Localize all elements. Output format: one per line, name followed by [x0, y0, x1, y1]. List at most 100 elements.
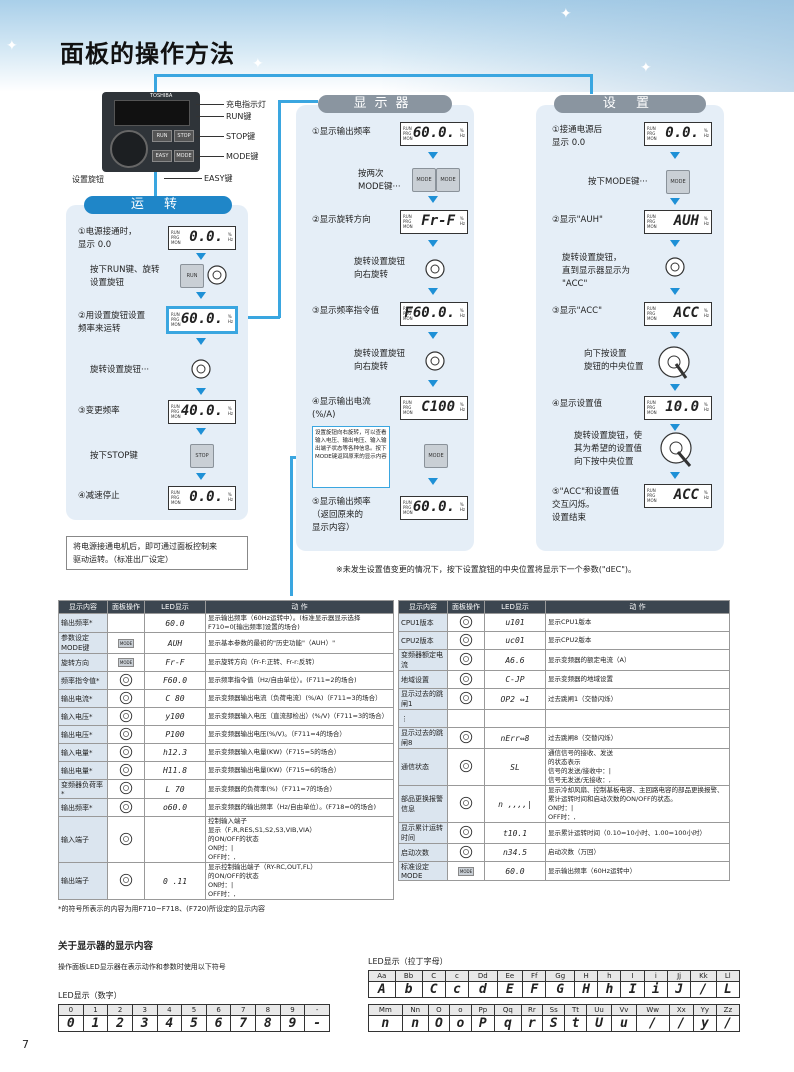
- row-label: 部品更换报警信息: [398, 785, 448, 823]
- col-header: 面板操作: [447, 600, 485, 614]
- settings-step-5: ③显示"ACC": [552, 306, 602, 316]
- row-operation: [107, 798, 145, 817]
- setting-knob[interactable]: [110, 130, 148, 168]
- connector-line: [278, 100, 281, 318]
- led-glyph: F: [522, 981, 547, 998]
- down-arrow-icon: [428, 478, 438, 485]
- settings-section-header: 设 置: [554, 95, 706, 113]
- row-led: Fr-F: [144, 653, 206, 672]
- row-action: 显示变频器输出电量(KW)（F715=6的场合）: [205, 761, 394, 780]
- row-label: 输出电流*: [58, 689, 108, 708]
- connector-line: [154, 74, 592, 77]
- row-operation: [447, 649, 485, 671]
- down-arrow-icon: [670, 152, 680, 159]
- row-action: 显示输出频率（60Hz运转中）。(标准显示器显示选择F710=0[输出频率]设置…: [205, 613, 394, 633]
- run-lcd-2: RUN PRG MON 60.0. % Hz: [166, 306, 238, 334]
- row-action: 显示变频器输入电量(KW)（F715=5的场合）: [205, 743, 394, 762]
- row-action: 显示变频器的额定电流（A）: [545, 649, 730, 671]
- easy-key[interactable]: EASY: [152, 150, 172, 162]
- led-char: Yy: [692, 1004, 717, 1016]
- stop-key[interactable]: STOP: [174, 130, 194, 142]
- run-lcd-4: RUN PRG MON 0.0. % Hz: [168, 486, 236, 510]
- row-label: 地域设置: [398, 670, 448, 689]
- row-action: 显示变频器输入电压（直流部检出）(%/V)（F711=3的场合）: [205, 707, 394, 726]
- led-glyph: n: [401, 1015, 429, 1032]
- col-header: 面板操作: [107, 600, 145, 614]
- row-action: 过去跳闸8（交替闪烁）: [545, 727, 730, 749]
- row-operation: [107, 671, 145, 690]
- row-label: 输出频率*: [58, 613, 108, 633]
- run-step-4: 旋转设置旋钮···: [90, 365, 150, 375]
- row-action: 显示变频器输出电压(%/V)。（F711=4的场合）: [205, 725, 394, 744]
- settings-lcd-5: RUN PRG MON ACC % Hz: [644, 484, 712, 508]
- display-lcd-1: RUN PRG MON 60.0. % Hz: [400, 122, 468, 146]
- row-label: 变频器额定电流: [398, 649, 448, 671]
- row-operation: [447, 748, 485, 786]
- led-glyph: H: [574, 981, 599, 998]
- dial-icon: [119, 709, 133, 722]
- led-char: Bb: [394, 970, 423, 982]
- led-char: Rr: [520, 1004, 544, 1016]
- led-glyph: 7: [230, 1015, 256, 1032]
- led-char: Xx: [668, 1004, 694, 1016]
- led-glyph: b: [394, 981, 423, 998]
- rotate-press-knob-icon: [660, 432, 692, 467]
- led-glyph: 3: [131, 1015, 158, 1032]
- row-led: o60.0: [144, 798, 206, 817]
- lcd-unit-labels: % Hz: [459, 128, 465, 138]
- row-led: OP2 ⇔1: [484, 688, 546, 710]
- dial-icon: [425, 351, 445, 371]
- row-action: 显示变频器的负荷率(%)（F711=7的场合）: [205, 779, 394, 799]
- lcd-unit-labels: % Hz: [703, 216, 709, 226]
- led-glyph: 0: [58, 1015, 84, 1032]
- settings-step-1: ①接通电源后 显示 0.0: [552, 125, 603, 148]
- row-led: u101: [484, 613, 546, 632]
- run-step-2: 按下RUN键、旋转 设置旋钮: [90, 265, 160, 288]
- led-char: C: [421, 970, 446, 982]
- display-step-8: ⑤显示输出频率 （返回原来的 显示内容）: [312, 497, 371, 533]
- lcd-unit-labels: % Hz: [227, 314, 233, 324]
- led-char: 7: [230, 1004, 256, 1016]
- down-arrow-icon: [196, 338, 206, 345]
- down-arrow-icon: [196, 428, 206, 435]
- run-lcd-3: RUN PRG MON 40.0. % Hz: [168, 400, 236, 424]
- row-action: 显示CPU2版本: [545, 631, 730, 650]
- dial-icon: [459, 759, 473, 773]
- row-operation: [107, 689, 145, 708]
- down-arrow-icon: [670, 288, 680, 295]
- led-char: Ll: [715, 970, 741, 982]
- mode-button-icon: MODE: [436, 168, 460, 192]
- row-operation: [447, 843, 485, 862]
- down-arrow-icon: [670, 198, 680, 205]
- settings-note: ※未发生设置值变更的情况下，按下设置旋钮的中央位置将显示下一个参数("dEC")…: [336, 565, 637, 574]
- row-led: h12.3: [144, 743, 206, 762]
- led-glyph: /: [635, 1015, 670, 1032]
- mode-button-icon: MODE: [666, 170, 690, 194]
- led-char: i: [643, 970, 668, 982]
- row-operation: [107, 613, 145, 633]
- down-arrow-icon: [428, 152, 438, 159]
- mode-key[interactable]: MODE: [174, 150, 194, 162]
- lcd-status-labels: RUN PRG MON: [647, 400, 657, 415]
- down-arrow-icon: [428, 332, 438, 339]
- down-arrow-icon: [670, 424, 680, 431]
- run-key[interactable]: RUN: [152, 130, 172, 142]
- display-lcd-2: RUN PRG MON Fr-F % Hz: [400, 210, 468, 234]
- row-led: 0 .11: [144, 862, 206, 900]
- lcd-status-labels: RUN PRG MON: [403, 214, 413, 229]
- panel-display: [114, 100, 190, 126]
- down-arrow-icon: [670, 332, 680, 339]
- led-char: 8: [255, 1004, 281, 1016]
- connector-line: [590, 74, 593, 94]
- display-section-header: 显示器: [318, 95, 452, 113]
- lcd-value: 60.0.: [412, 125, 455, 141]
- led-char: Jj: [666, 970, 692, 982]
- row-action: 显示冷却风扇、控制基板电容、主回路电容的部品更换报警、累计运转时间和启动次数的O…: [545, 785, 730, 823]
